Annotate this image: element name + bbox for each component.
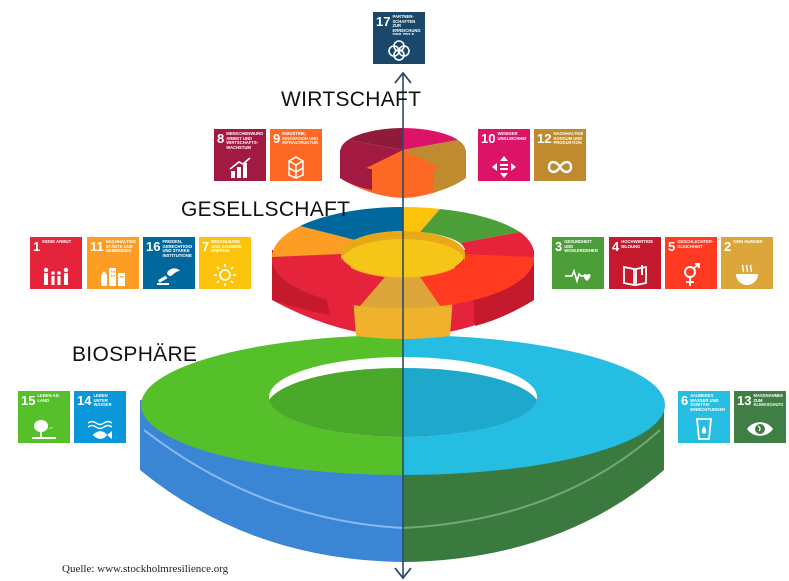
dove-gavel-icon bbox=[143, 263, 195, 287]
sdg-tile-10: 10 WENIGER UNGLEICHHEITEN bbox=[478, 129, 530, 181]
tier-label-biosphere: BIOSPHÄRE bbox=[72, 343, 198, 366]
sdg-tile-5: 5 GESCHLECHTER-GLEICHHEIT bbox=[665, 237, 717, 289]
economy-top-pink bbox=[403, 128, 458, 150]
tier-label-economy: WIRTSCHAFT bbox=[281, 88, 422, 111]
infinity-icon bbox=[534, 155, 586, 179]
sdg-tile-3: 3 GESUNDHEIT UND WOHLERGEHEN bbox=[552, 237, 604, 289]
eye-globe-icon bbox=[734, 417, 786, 441]
society-top-orange bbox=[271, 226, 355, 257]
sdg-tile-15: 15 LEBEN AN LAND bbox=[18, 391, 70, 443]
sdg-tile-1: 1 KEINE ARMUT bbox=[30, 237, 82, 289]
economy-top-gold bbox=[403, 140, 466, 168]
water-glass-icon bbox=[678, 417, 730, 441]
sdg-tile-14: 14 LEBEN UNTER WASSER bbox=[74, 391, 126, 443]
book-icon bbox=[609, 263, 661, 287]
society-top-red-front bbox=[420, 254, 535, 306]
society-top-blue bbox=[300, 206, 403, 240]
biosphere-tier bbox=[140, 335, 665, 562]
sdg-tile-16: 16 FRIEDEN, GERECHTIGKEIT UND STARKE INS… bbox=[143, 237, 195, 289]
source-caption: Quelle: www.stockholmresilience.org bbox=[62, 563, 229, 575]
sdg-tile-11: 11 NACHHALTIGE STÄDTE UND GEMEINDEN bbox=[87, 237, 139, 289]
sun-icon bbox=[199, 263, 251, 287]
axis-arrow-up bbox=[394, 71, 412, 84]
gender-icon bbox=[665, 263, 717, 287]
society-top-red-left bbox=[271, 254, 385, 306]
heartbeat-icon bbox=[552, 263, 604, 287]
tree-icon bbox=[18, 417, 70, 441]
growth-chart-icon bbox=[214, 155, 266, 179]
sdg-tile-8: 8 MENSCHENWÜRDIGE ARBEIT UND WIRTSCHAFTS… bbox=[214, 129, 266, 181]
sdg-tile-13: 13 MASSNAHMEN ZUM KLIMASCHUTZ bbox=[734, 391, 786, 443]
economy-top-maroon-left bbox=[340, 140, 403, 168]
economy-top-maroon-back bbox=[348, 128, 403, 150]
sdg-tile-4: 4 HOCHWERTIGE BILDUNG bbox=[609, 237, 661, 289]
sdg-tile-2: 2 KEIN HUNGER bbox=[721, 237, 773, 289]
society-top-gold bbox=[360, 277, 440, 309]
sdg-tile-6: 6 SAUBERES WASSER UND SANITÄR-EINRICHTUN… bbox=[678, 391, 730, 443]
sdg-tile-12: 12 NACHHALTIGE/R KONSUM UND PRODUKTION bbox=[534, 129, 586, 181]
equality-icon bbox=[478, 155, 530, 179]
sdg-tile-9: 9 INDUSTRIE, INNOVATION UND INFRASTRUKTU… bbox=[270, 129, 322, 181]
family-icon bbox=[30, 263, 82, 287]
central-axis bbox=[394, 71, 412, 580]
sdg-tile-7: 7 BEZAHLBARE UND SAUBERE ENERGIE bbox=[199, 237, 251, 289]
fish-icon bbox=[74, 417, 126, 441]
city-icon bbox=[87, 263, 139, 287]
society-top-red-right bbox=[460, 232, 535, 257]
society-top-yellow bbox=[403, 206, 440, 232]
bowl-icon bbox=[721, 263, 773, 287]
axis-arrow-down bbox=[394, 567, 412, 580]
cubes-icon bbox=[270, 155, 322, 179]
sdg-tile-17: 17 PARTNER-SCHAFTEN ZUR ERREICHUNG DER Z… bbox=[373, 12, 425, 64]
tier-label-society: GESELLSCHAFT bbox=[181, 198, 351, 221]
rings-icon bbox=[373, 38, 425, 62]
society-top-green bbox=[420, 209, 520, 243]
